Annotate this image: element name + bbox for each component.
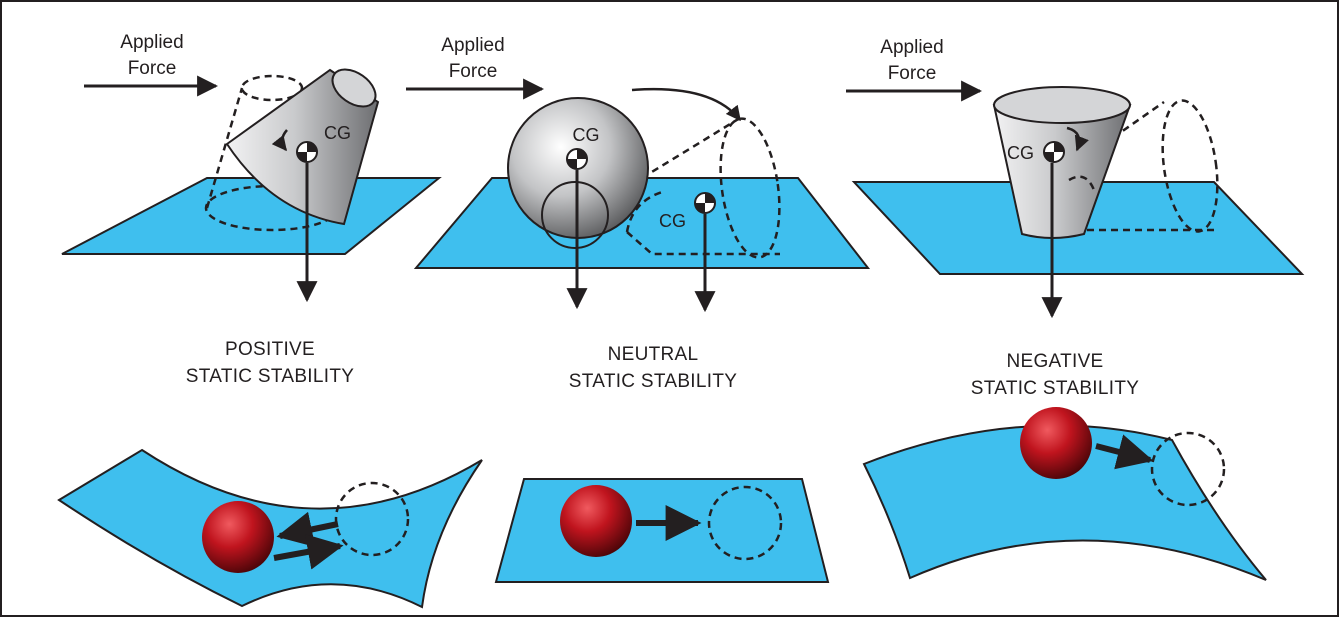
caption-line2: STATIC STABILITY — [569, 371, 737, 392]
caption-line1: NEUTRAL — [608, 344, 699, 365]
red-ball — [560, 485, 632, 557]
applied-force-label-line2: Force — [888, 63, 937, 84]
cg-marker-icon — [566, 148, 588, 170]
rotation-arrow-icon — [1066, 126, 1089, 152]
caption-line2: STATIC STABILITY — [971, 378, 1139, 399]
panel-neutral: Applied Force CG CG NEUTRAL STATIC STABI… — [406, 35, 871, 583]
applied-force-label-line2: Force — [128, 58, 177, 79]
applied-force-label-line2: Force — [449, 61, 498, 82]
rotation-arrow-icon — [271, 129, 288, 152]
red-ball — [202, 501, 274, 573]
restoring-arrow-icon — [276, 511, 339, 548]
displacement-arrow-icon — [273, 534, 344, 570]
applied-force-label-line1: Applied — [120, 32, 183, 53]
cg-label: CG — [573, 125, 600, 145]
applied-force-label-line1: Applied — [880, 37, 943, 58]
caption-line1: NEGATIVE — [1006, 351, 1103, 372]
cg-marker-icon — [694, 192, 716, 214]
panel-positive: Applied Force CG POSITIVE STATIC STABILI… — [57, 32, 483, 609]
cg-marker-icon — [1043, 141, 1065, 163]
applied-force-label-line1: Applied — [441, 35, 504, 56]
cg-marker-icon — [296, 141, 318, 163]
caption-line1: POSITIVE — [225, 339, 315, 360]
displaced-ball-outline — [707, 485, 783, 561]
rotation-arrow-icon — [631, 87, 741, 122]
flat-surface-lower — [494, 478, 830, 583]
panel-negative: Applied Force CG NEGATIVE STATIC STABILI… — [846, 37, 1305, 581]
cg-label: CG — [1007, 143, 1034, 163]
cg-label-displaced: CG — [659, 211, 686, 231]
caption-line2: STATIC STABILITY — [186, 366, 354, 387]
flat-surface — [61, 177, 442, 255]
motion-arrow-icon — [1095, 434, 1154, 470]
inverted-cone-body — [992, 86, 1132, 239]
cg-label: CG — [324, 123, 351, 143]
displaced-ball-outline — [334, 481, 410, 557]
red-ball — [1020, 407, 1092, 479]
